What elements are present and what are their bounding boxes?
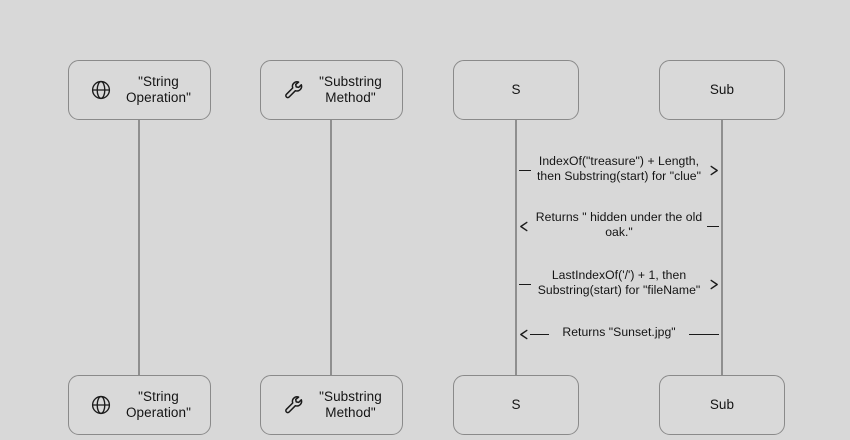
participant-box-substring-method-top[interactable]: "Substring Method" (260, 60, 403, 120)
message-line-msg-returns-sunset-left (530, 334, 549, 336)
message-arrowhead-left (519, 329, 530, 340)
participant-label-sub: Sub (709, 397, 735, 412)
participant-box-s-bottom[interactable]: S (453, 375, 579, 435)
message-arrowhead-right (708, 165, 719, 176)
message-line-msg-returns-hidden-oak-stub (707, 226, 719, 228)
message-line-msg-lastindexof-slash-stub (519, 284, 531, 286)
message-label-msg-lastindexof-slash: LastIndexOf('/') + 1, then Substring(sta… (537, 268, 701, 297)
participant-label-string-operation: "String Operation" (125, 389, 192, 420)
globe-icon (88, 392, 114, 418)
participant-box-string-operation-bottom[interactable]: "String Operation" (68, 375, 211, 435)
message-label-msg-returns-sunset: Returns "Sunset.jpg" (562, 325, 676, 339)
participant-label-substring-method: "Substring Method" (319, 74, 382, 105)
participant-label-sub: Sub (709, 82, 735, 97)
wrench-icon (281, 392, 307, 418)
lifeline-s (515, 120, 517, 375)
wrench-icon (281, 77, 307, 103)
message-arrowhead-right (708, 279, 719, 290)
participant-label-substring-method: "Substring Method" (319, 389, 382, 420)
globe-icon (88, 77, 114, 103)
message-line-msg-indexof-treasure-stub (519, 170, 531, 172)
participant-box-sub-top[interactable]: Sub (659, 60, 785, 120)
participant-label-string-operation: "String Operation" (125, 74, 192, 105)
message-label-msg-returns-hidden-oak: Returns " hidden under the old oak." (535, 210, 703, 239)
participant-box-sub-bottom[interactable]: Sub (659, 375, 785, 435)
message-line-msg-returns-sunset-right (689, 334, 719, 336)
participant-box-string-operation-top[interactable]: "String Operation" (68, 60, 211, 120)
lifeline-string-operation (138, 120, 140, 375)
participant-box-s-top[interactable]: S (453, 60, 579, 120)
participant-label-s: S (511, 397, 521, 412)
participant-label-s: S (511, 82, 521, 97)
lifeline-substring-method (330, 120, 332, 375)
lifeline-sub (721, 120, 723, 375)
message-label-msg-indexof-treasure: IndexOf("treasure") + Length, then Subst… (536, 154, 702, 183)
participant-box-substring-method-bottom[interactable]: "Substring Method" (260, 375, 403, 435)
message-arrowhead-left (519, 221, 530, 232)
